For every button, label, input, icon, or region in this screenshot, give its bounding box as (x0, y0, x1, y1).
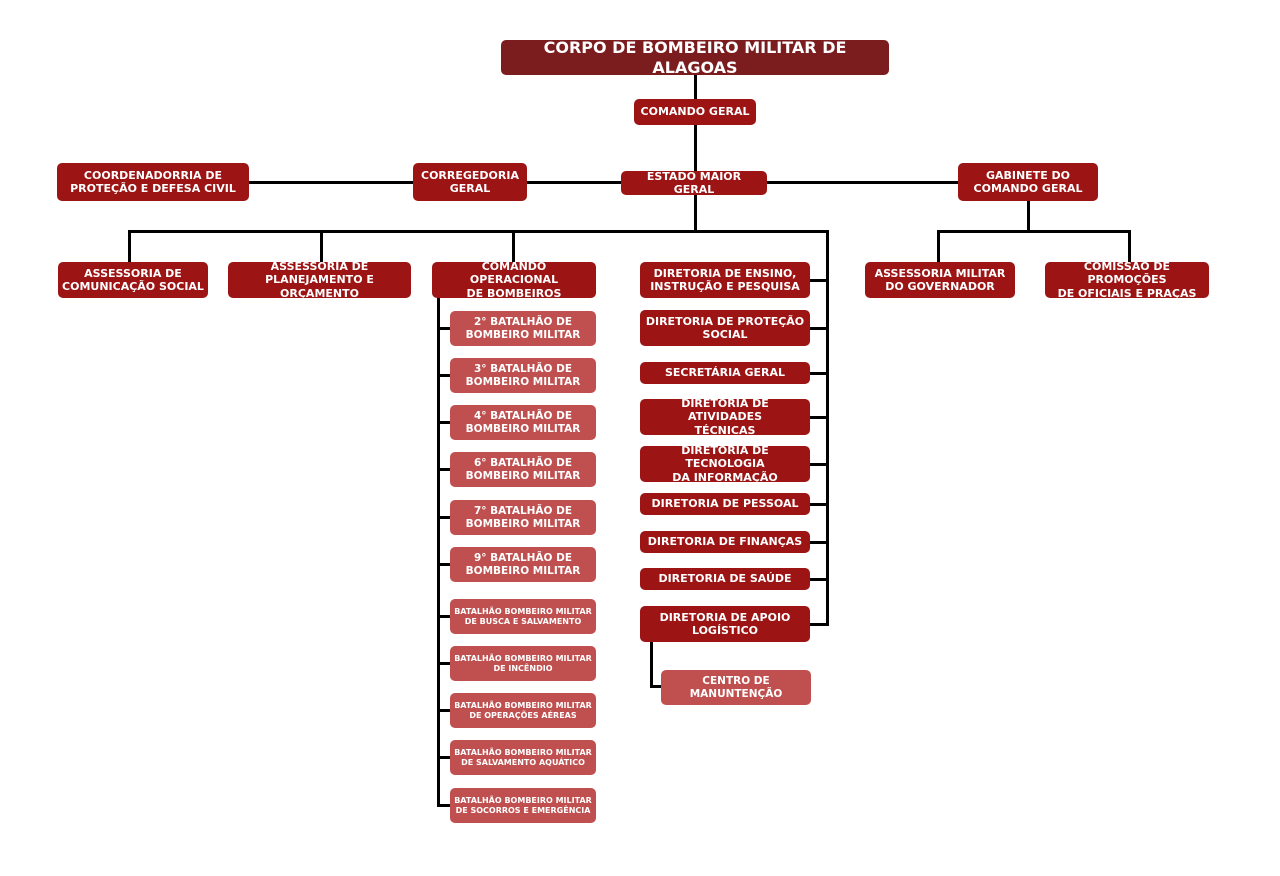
connector-line (650, 640, 653, 688)
node-batalhao: 4° BATALHÃO DE BOMBEIRO MILITAR (450, 405, 596, 440)
connector-line (826, 230, 829, 626)
node-label: DIRETORIA DE TECNOLOGIA DA INFORMAÇÃO (672, 444, 778, 484)
connector-line (694, 192, 697, 232)
node-diretoria: DIRETORIA DE ENSINO, INSTRUÇÃO E PESQUIS… (640, 262, 810, 298)
connector-line (1027, 198, 1030, 232)
node-batalhao: 2° BATALHÃO DE BOMBEIRO MILITAR (450, 311, 596, 346)
node-gabinete: GABINETE DO COMANDO GERAL (958, 163, 1098, 201)
connector-line (437, 468, 452, 471)
connector-line (437, 374, 452, 377)
node-label: CENTRO DE MANUNTENÇÃO (689, 674, 783, 700)
node-label: ESTADO MAIOR GERAL (646, 169, 742, 196)
node-comando-operacional: COMANDO OPERACIONAL DE BOMBEIROS (432, 260, 596, 300)
node-label: 2° BATALHÃO DE BOMBEIRO MILITAR (465, 315, 581, 341)
node-label: COMISSÃO DE PROMOÇÕES DE OFICIAIS E PRAÇ… (1057, 260, 1197, 300)
connector-line (437, 662, 452, 665)
node-label: ASSESSORIA MILITAR DO GOVERNADOR (874, 266, 1006, 293)
connector-line (809, 541, 829, 544)
connector-line (437, 615, 452, 618)
node-batalhao-especializado: BATALHÃO BOMBEIRO MILITAR DE INCÊNDIO (450, 646, 596, 681)
node-label: DIRETORIA DE PESSOAL (651, 497, 799, 511)
node-comando-geral: COMANDO GERAL (634, 99, 756, 125)
connector-line (437, 516, 452, 519)
node-diretoria: DIRETORIA DE FINANÇAS (640, 531, 810, 553)
node-assessoria-comunicacao: ASSESSORIA DE COMUNICAÇÃO SOCIAL (58, 262, 208, 298)
node-corpo-bombeiro: CORPO DE BOMBEIRO MILITAR DE ALAGOAS (501, 38, 889, 77)
node-batalhao-especializado: BATALHÃO BOMBEIRO MILITAR DE SOCORROS E … (450, 788, 596, 823)
node-batalhao: 6° BATALHÃO DE BOMBEIRO MILITAR (450, 452, 596, 487)
node-label: DIRETORIA DE APOIO LOGÍSTICO (659, 610, 791, 637)
connector-line (128, 230, 828, 233)
node-label: 9° BATALHÃO DE BOMBEIRO MILITAR (465, 551, 581, 577)
node-label: ASSESSORIA DE PLANEJAMENTO E ORÇAMENTO (265, 260, 374, 300)
node-batalhao-especializado: BATALHÃO BOMBEIRO MILITAR DE SALVAMENTO … (450, 740, 596, 775)
connector-line (809, 372, 829, 375)
node-batalhao: 3° BATALHÃO DE BOMBEIRO MILITAR (450, 358, 596, 393)
node-diretoria: DIRETORIA DE SAÚDE (640, 568, 810, 590)
connector-line (437, 709, 452, 712)
node-label: COMANDO OPERACIONAL DE BOMBEIROS (466, 260, 562, 300)
node-diretoria: DIRETORIA DE PROTEÇÃO SOCIAL (640, 310, 810, 346)
connector-line (512, 230, 515, 264)
node-corregedoria: CORREGEDORIA GERAL (413, 163, 527, 201)
node-label: BATALHÃO BOMBEIRO MILITAR DE INCÊNDIO (454, 653, 592, 673)
node-assessoria-militar: ASSESSORIA MILITAR DO GOVERNADOR (865, 262, 1015, 298)
connector-line (809, 327, 829, 330)
node-assessoria-planejamento: ASSESSORIA DE PLANEJAMENTO E ORÇAMENTO (228, 260, 411, 300)
node-comissao-promocoes: COMISSÃO DE PROMOÇÕES DE OFICIAIS E PRAÇ… (1045, 260, 1209, 300)
node-diretoria: DIRETORIA DE TECNOLOGIA DA INFORMAÇÃO (640, 444, 810, 484)
connector-line (437, 804, 452, 807)
node-batalhao: 9° BATALHÃO DE BOMBEIRO MILITAR (450, 547, 596, 582)
connector-line (809, 503, 829, 506)
node-label: DIRETORIA DE PROTEÇÃO SOCIAL (645, 314, 805, 341)
node-estado-maior: ESTADO MAIOR GERAL (621, 169, 767, 196)
connector-line (809, 416, 829, 419)
connector-line (809, 463, 829, 466)
node-diretoria: DIRETORIA DE PESSOAL (640, 493, 810, 515)
connector-line (937, 230, 1131, 233)
node-batalhao-especializado: BATALHÃO BOMBEIRO MILITAR DE BUSCA E SAL… (450, 599, 596, 634)
connector-line (437, 756, 452, 759)
node-label: DIRETORIA DE FINANÇAS (647, 535, 803, 549)
connector-line (128, 230, 131, 264)
node-diretoria: DIRETORIA DE ATIVIDADES TÉCNICAS (640, 397, 810, 437)
node-label: 7° BATALHÃO DE BOMBEIRO MILITAR (465, 504, 581, 530)
connector-line (937, 230, 940, 264)
node-label: BATALHÃO BOMBEIRO MILITAR DE BUSCA E SAL… (454, 606, 592, 626)
connector-line (694, 74, 697, 176)
connector-line (809, 279, 829, 282)
connector-line (437, 563, 452, 566)
node-label: DIRETORIA DE ENSINO, INSTRUÇÃO E PESQUIS… (650, 266, 800, 293)
node-label: DIRETORIA DE ATIVIDADES TÉCNICAS (681, 397, 769, 437)
node-label: ASSESSORIA DE COMUNICAÇÃO SOCIAL (62, 266, 204, 293)
node-label: GABINETE DO COMANDO GERAL (973, 168, 1083, 195)
connector-line (437, 421, 452, 424)
node-label: DIRETORIA DE SAÚDE (658, 572, 792, 586)
node-diretoria: DIRETORIA DE APOIO LOGÍSTICO (640, 606, 810, 642)
node-label: CORREGEDORIA GERAL (421, 168, 519, 195)
node-label: 3° BATALHÃO DE BOMBEIRO MILITAR (465, 362, 581, 388)
connector-line (248, 181, 960, 184)
connector-line (320, 230, 323, 264)
node-label: 6° BATALHÃO DE BOMBEIRO MILITAR (465, 456, 581, 482)
node-label: SECRETÁRIA GERAL (664, 366, 786, 380)
node-label: 4° BATALHÃO DE BOMBEIRO MILITAR (465, 409, 581, 435)
connector-line (1128, 230, 1131, 264)
node-coordenadoria: COORDENADORRIA DE PROTEÇÃO E DEFESA CIVI… (57, 163, 249, 201)
connector-line (809, 578, 829, 581)
node-label: COORDENADORRIA DE PROTEÇÃO E DEFESA CIVI… (70, 168, 236, 195)
node-batalhao: 7° BATALHÃO DE BOMBEIRO MILITAR (450, 500, 596, 535)
connector-line (809, 623, 829, 626)
node-label: BATALHÃO BOMBEIRO MILITAR DE SOCORROS E … (454, 795, 592, 815)
connector-line (650, 685, 664, 688)
node-label: BATALHÃO BOMBEIRO MILITAR DE OPERAÇÕES A… (454, 700, 592, 720)
node-label: BATALHÃO BOMBEIRO MILITAR DE SALVAMENTO … (454, 747, 592, 767)
connector-line (437, 327, 452, 330)
node-diretoria: SECRETÁRIA GERAL (640, 362, 810, 384)
node-batalhao-especializado: BATALHÃO BOMBEIRO MILITAR DE OPERAÇÕES A… (450, 693, 596, 728)
node-centro-manutencao: CENTRO DE MANUNTENÇÃO (661, 670, 811, 705)
connector-line (437, 296, 440, 807)
